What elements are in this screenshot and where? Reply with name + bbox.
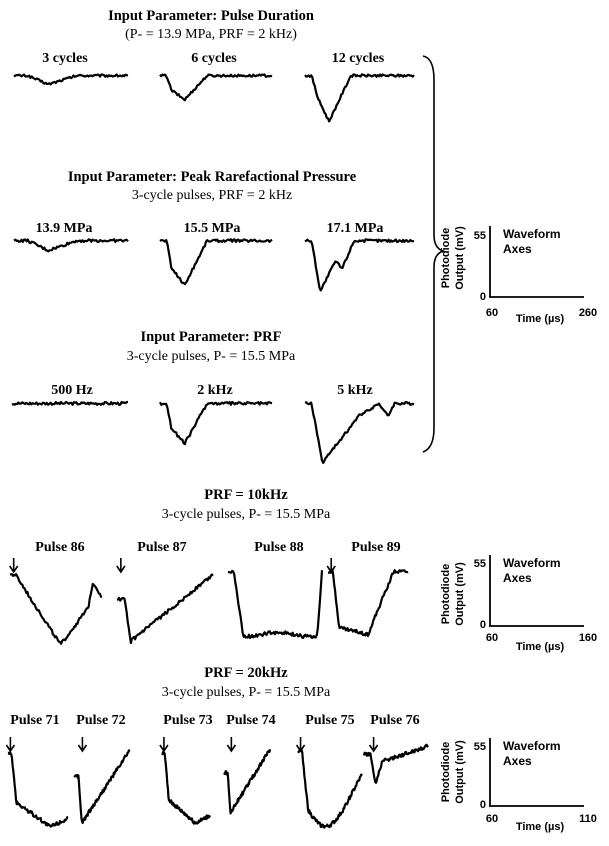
axes-key-2-y0: 0: [480, 619, 486, 631]
waveform-pulse-88: [227, 569, 324, 639]
section-1-title: Input Parameter: Pulse Duration: [108, 8, 314, 24]
waveform-pulse-72: [73, 749, 131, 825]
axes-key-2-xmax: 160: [579, 632, 597, 644]
axes-key-1-xmin: 60: [486, 307, 498, 319]
axes-key-2-xmin: 60: [486, 632, 498, 644]
label-3-cycles: 3 cycles: [42, 51, 88, 66]
section-3-title: Input Parameter: PRF: [141, 329, 282, 345]
waveform-15-5-mpa: [159, 238, 273, 286]
label-12-cycles: 12 cycles: [332, 51, 385, 66]
label-pulse-75: Pulse 75: [305, 713, 354, 728]
pulse-arrow-pulse-74: [226, 737, 237, 753]
pulse-arrow-pulse-75: [295, 737, 306, 753]
axes-key-1-title2: Axes: [503, 242, 532, 256]
label-2-khz: 2 kHz: [197, 383, 232, 398]
waveform-pulse-75: [297, 747, 363, 829]
axes-key-1-ytop: 55: [474, 230, 486, 242]
axes-key-2-xlabel: Time (µs): [516, 641, 565, 653]
waveform-3-cycles: [13, 73, 129, 86]
label-500-hz: 500 Hz: [51, 383, 93, 398]
waveform-pulse-87: [116, 573, 214, 645]
pulse-arrow-pulse-73: [159, 737, 169, 753]
label-5-khz: 5 kHz: [337, 383, 372, 398]
label-6-cycles: 6 cycles: [191, 51, 237, 66]
waveform-500-hz: [11, 400, 129, 406]
axes-key-3-xlabel: Time (µs): [516, 821, 565, 833]
axes-key-3-ylabel1: Photodiode: [440, 742, 452, 803]
label-pulse-74: Pulse 74: [226, 713, 275, 728]
label-15-5-mpa: 15.5 MPa: [184, 221, 241, 236]
section-5-subtitle: 3-cycle pulses, P- = 15.5 MPa: [162, 685, 331, 700]
section-brace: [422, 55, 446, 453]
section-4-subtitle: 3-cycle pulses, P- = 15.5 MPa: [162, 507, 331, 522]
axes-key-1-xmax: 260: [579, 307, 597, 319]
label-pulse-72: Pulse 72: [76, 713, 125, 728]
label-pulse-88: Pulse 88: [254, 540, 303, 555]
pulse-arrow-pulse-71: [5, 737, 16, 753]
axes-key-1-ylabel2: Output (mV): [454, 226, 466, 290]
waveform-pulse-71: [7, 751, 69, 828]
label-pulse-73: Pulse 73: [163, 713, 212, 728]
waveform-5-khz: [304, 401, 415, 464]
axes-key-1-y0: 0: [480, 291, 486, 303]
axes-key-1: Photodiode Output (mV) 55 0 60 260 Time …: [440, 226, 597, 325]
axes-key-2: Photodiode Output (mV) 55 0 60 160 Time …: [440, 555, 597, 653]
section-2-subtitle: 3-cycle pulses, PRF = 2 kHz: [132, 188, 292, 203]
axes-key-3-title1: Waveform: [503, 739, 561, 753]
label-pulse-87: Pulse 87: [137, 540, 186, 555]
axes-key-2-ylabel2: Output (mV): [454, 562, 466, 626]
pulse-arrow-pulse-86: [9, 558, 19, 574]
axes-key-3: Photodiode Output (mV) 55 0 60 110 Time …: [440, 738, 597, 833]
waveform-pulse-76: [362, 743, 429, 784]
pulse-arrow-pulse-87: [116, 558, 126, 574]
axes-key-2-title1: Waveform: [503, 556, 561, 570]
axes-key-2-ylabel1: Photodiode: [440, 564, 452, 625]
label-pulse-89: Pulse 89: [351, 540, 400, 555]
waveform-pulse-74: [223, 749, 272, 815]
axes-key-2-title2: Axes: [503, 571, 532, 585]
section-2-title: Input Parameter: Peak Rarefactional Pres…: [68, 169, 357, 185]
waveform-12-cycles: [304, 73, 415, 123]
waveform-17-1-mpa: [304, 238, 415, 292]
axes-key-3-ylabel2: Output (mV): [454, 740, 466, 804]
axes-key-2-ytop: 55: [474, 558, 486, 570]
axes-key-1-ylabel1: Photodiode: [440, 228, 452, 289]
waveform-13-9-mpa: [13, 238, 129, 253]
pulse-arrow-pulse-89: [326, 558, 336, 574]
label-13-9-mpa: 13.9 MPa: [36, 221, 93, 236]
section-5-title: PRF = 20kHz: [204, 665, 288, 681]
label-pulse-86: Pulse 86: [35, 540, 84, 555]
label-pulse-71: Pulse 71: [10, 713, 59, 728]
section-3-subtitle: 3-cycle pulses, P- = 15.5 MPa: [127, 349, 296, 364]
pulse-arrow-pulse-72: [77, 737, 88, 753]
axes-key-1-title1: Waveform: [503, 227, 561, 241]
pulse-arrow-pulse-76: [368, 737, 379, 753]
waveform-pulse-89: [327, 568, 409, 638]
waveform-traces: [5, 73, 429, 829]
axes-key-3-xmin: 60: [486, 813, 498, 825]
waveform-6-cycles: [159, 73, 273, 102]
axes-key-1-xlabel: Time (µs): [516, 313, 565, 325]
section-4-title: PRF = 10kHz: [204, 487, 288, 503]
waveform-pulse-86: [9, 573, 103, 645]
section-1-subtitle: (P- = 13.9 MPa, PRF = 2 kHz): [125, 27, 297, 42]
axes-key-3-ytop: 55: [474, 741, 486, 753]
label-17-1-mpa: 17.1 MPa: [327, 221, 384, 236]
label-pulse-76: Pulse 76: [370, 713, 419, 728]
axes-key-3-y0: 0: [480, 799, 486, 811]
waveform-pulse-73: [161, 750, 211, 825]
waveform-2-khz: [159, 400, 273, 446]
axes-key-3-xmax: 110: [579, 813, 597, 825]
axes-key-3-title2: Axes: [503, 754, 532, 768]
